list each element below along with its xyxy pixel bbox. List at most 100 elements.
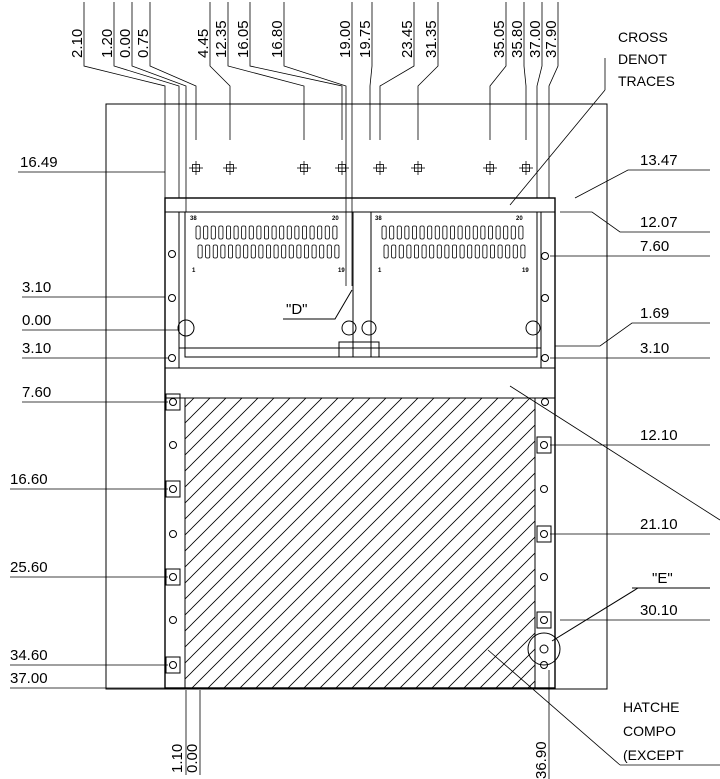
right-dim-7: 30.10 — [640, 602, 678, 619]
top-dim-7: 16.80 — [269, 20, 286, 58]
top-dim-14: 37.00 — [527, 20, 544, 58]
crosshatch-top — [164, 197, 556, 213]
top-leader-13 — [523, 2, 527, 140]
connector-pin — [495, 225, 501, 240]
top-leader-4 — [209, 2, 231, 140]
connector-pin — [389, 225, 395, 240]
connector-pin — [398, 244, 404, 259]
top-leader-11 — [417, 2, 439, 140]
connector-pin — [256, 225, 262, 240]
top-dim-9: 19.75 — [357, 20, 374, 58]
connector-pin — [472, 225, 478, 240]
pin-label-bl: 1 — [192, 268, 196, 274]
fiducials — [189, 161, 533, 175]
pin-label-bl2: 1 — [378, 268, 382, 274]
fiducial-cross — [297, 161, 311, 175]
connector-pin — [332, 225, 338, 240]
connector-pin — [510, 225, 516, 240]
connector-pin — [324, 225, 330, 240]
edge-pad — [165, 480, 181, 498]
connector-pin — [288, 244, 294, 259]
pin-row-upper-left — [195, 225, 338, 240]
connector-pin — [250, 244, 256, 259]
connector-pin — [434, 225, 440, 240]
connector-window-left — [184, 211, 354, 358]
top-dim-4: 4.45 — [195, 29, 212, 58]
connector-pin — [235, 244, 241, 259]
pin-label-tr2: 20 — [516, 216, 523, 222]
top-leader-14 — [536, 2, 543, 198]
connector-left: 38 20 1 19 — [190, 216, 345, 274]
connector-pin — [197, 244, 203, 259]
edge-hole — [169, 441, 177, 449]
connector-pin — [467, 244, 473, 259]
connector-pin — [459, 244, 465, 259]
connector-pin — [497, 244, 503, 259]
pin-label-br: 19 — [338, 268, 345, 274]
pin-label-tl2: 38 — [375, 216, 382, 222]
connector-pin — [480, 225, 486, 240]
connector-pin — [436, 244, 442, 259]
edge-hole — [540, 485, 548, 493]
connector-pin — [383, 244, 389, 259]
fiducial-cross — [223, 161, 237, 175]
connector-pin — [203, 225, 209, 240]
connector-window-right — [370, 211, 538, 358]
callout-e-circle — [527, 632, 561, 666]
edge-pad — [165, 656, 181, 674]
top-leader-1 — [113, 2, 180, 198]
top-leader-15 — [548, 2, 559, 198]
connector-pin — [218, 225, 224, 240]
connector-pin — [241, 225, 247, 240]
right-dim-3: 1.69 — [640, 305, 669, 322]
connector-pin — [296, 244, 302, 259]
pin-row-upper-right — [381, 225, 524, 240]
top-leaders — [83, 2, 559, 286]
fiducial-cross — [373, 161, 387, 175]
edge-pad — [536, 525, 552, 543]
bottom-dim-0: 1.10 — [169, 744, 186, 773]
connector-pin — [474, 244, 480, 259]
connector-pin — [489, 244, 495, 259]
left-dim-6: 25.60 — [10, 559, 48, 576]
fiducial-cross — [411, 161, 425, 175]
left-dim-1: 3.10 — [22, 279, 51, 296]
connector-pin — [391, 244, 397, 259]
top-dim-13: 35.80 — [509, 20, 526, 58]
top-dim-12: 35.05 — [491, 20, 508, 58]
card-body — [164, 197, 556, 689]
connector-pin — [205, 244, 211, 259]
connector-pin — [444, 244, 450, 259]
left-dim-7: 34.60 — [10, 647, 48, 664]
connector-pin — [195, 225, 201, 240]
left-dim-3: 3.10 — [22, 340, 51, 357]
connector-pin — [263, 225, 269, 240]
connector-pin — [457, 225, 463, 240]
right-dim-1: 12.07 — [640, 214, 678, 231]
top-leader-7 — [283, 2, 347, 286]
note-hatched-line2: COMPO — [623, 723, 676, 739]
connector-pin — [396, 225, 402, 240]
connector-pin — [311, 244, 317, 259]
connector-pin — [248, 225, 254, 240]
connector-pin — [442, 225, 448, 240]
connector-pin — [286, 225, 292, 240]
connector-pin — [212, 244, 218, 259]
right-dim-5: 12.10 — [640, 427, 678, 444]
pin-label-tr: 20 — [332, 216, 339, 222]
connector-pin — [406, 244, 412, 259]
top-dim-1: 1.20 — [99, 29, 116, 58]
connector-pin — [309, 225, 315, 240]
edge-pad — [536, 611, 552, 629]
top-dim-3: 0.75 — [135, 29, 152, 58]
connector-pin — [381, 225, 387, 240]
pin-label-tl: 38 — [190, 216, 197, 222]
connector-pin — [429, 244, 435, 259]
note-crosshatch: CROSS DENOT TRACES — [509, 29, 720, 521]
connector-pin — [518, 225, 524, 240]
edge-pad — [165, 393, 181, 411]
connector-pin — [220, 244, 226, 259]
connector-pin — [512, 244, 518, 259]
connector-pin — [404, 225, 410, 240]
connector-pin — [233, 225, 239, 240]
